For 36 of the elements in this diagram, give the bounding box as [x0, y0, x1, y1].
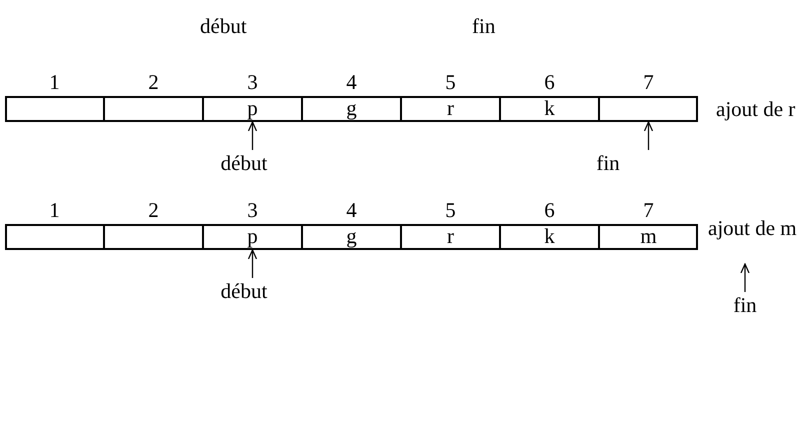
- pointer-label: début: [200, 14, 247, 39]
- operation-label: ajout de m: [708, 216, 797, 241]
- pointer-arrow: [248, 121, 258, 150]
- array-cell: p: [203, 224, 302, 250]
- index-number: 2: [147, 198, 160, 222]
- pointer-label: fin: [727, 292, 763, 318]
- index-number: 5: [444, 70, 457, 94]
- operation-label: ajout de r: [716, 97, 796, 122]
- pointer-arrow: [644, 121, 654, 150]
- index-number: 7: [642, 198, 655, 222]
- index-number: 1: [48, 70, 61, 94]
- index-number: 7: [642, 70, 655, 94]
- array-cell: r: [401, 224, 500, 250]
- array-cell: g: [302, 224, 401, 250]
- pointer-arrow: [740, 263, 750, 292]
- pointer-label: fin: [472, 14, 496, 39]
- index-number: 2: [147, 70, 160, 94]
- index-number: 6: [543, 70, 556, 94]
- pointer-label: début: [214, 278, 274, 304]
- index-number: 5: [444, 198, 457, 222]
- array-cell: k: [500, 224, 599, 250]
- index-number: 6: [543, 198, 556, 222]
- array-cell: r: [401, 96, 500, 122]
- array-cell: [104, 96, 203, 122]
- index-number: 3: [246, 70, 259, 94]
- index-number: 4: [345, 70, 358, 94]
- array-cell: k: [500, 96, 599, 122]
- pointer-label: fin: [590, 150, 626, 176]
- array-cell: [104, 224, 203, 250]
- array-cell: p: [203, 96, 302, 122]
- index-number: 1: [48, 198, 61, 222]
- pointer-arrow: [248, 249, 258, 278]
- array-cell: g: [302, 96, 401, 122]
- index-number: 3: [246, 198, 259, 222]
- index-number: 4: [345, 198, 358, 222]
- pointer-label: début: [214, 150, 274, 176]
